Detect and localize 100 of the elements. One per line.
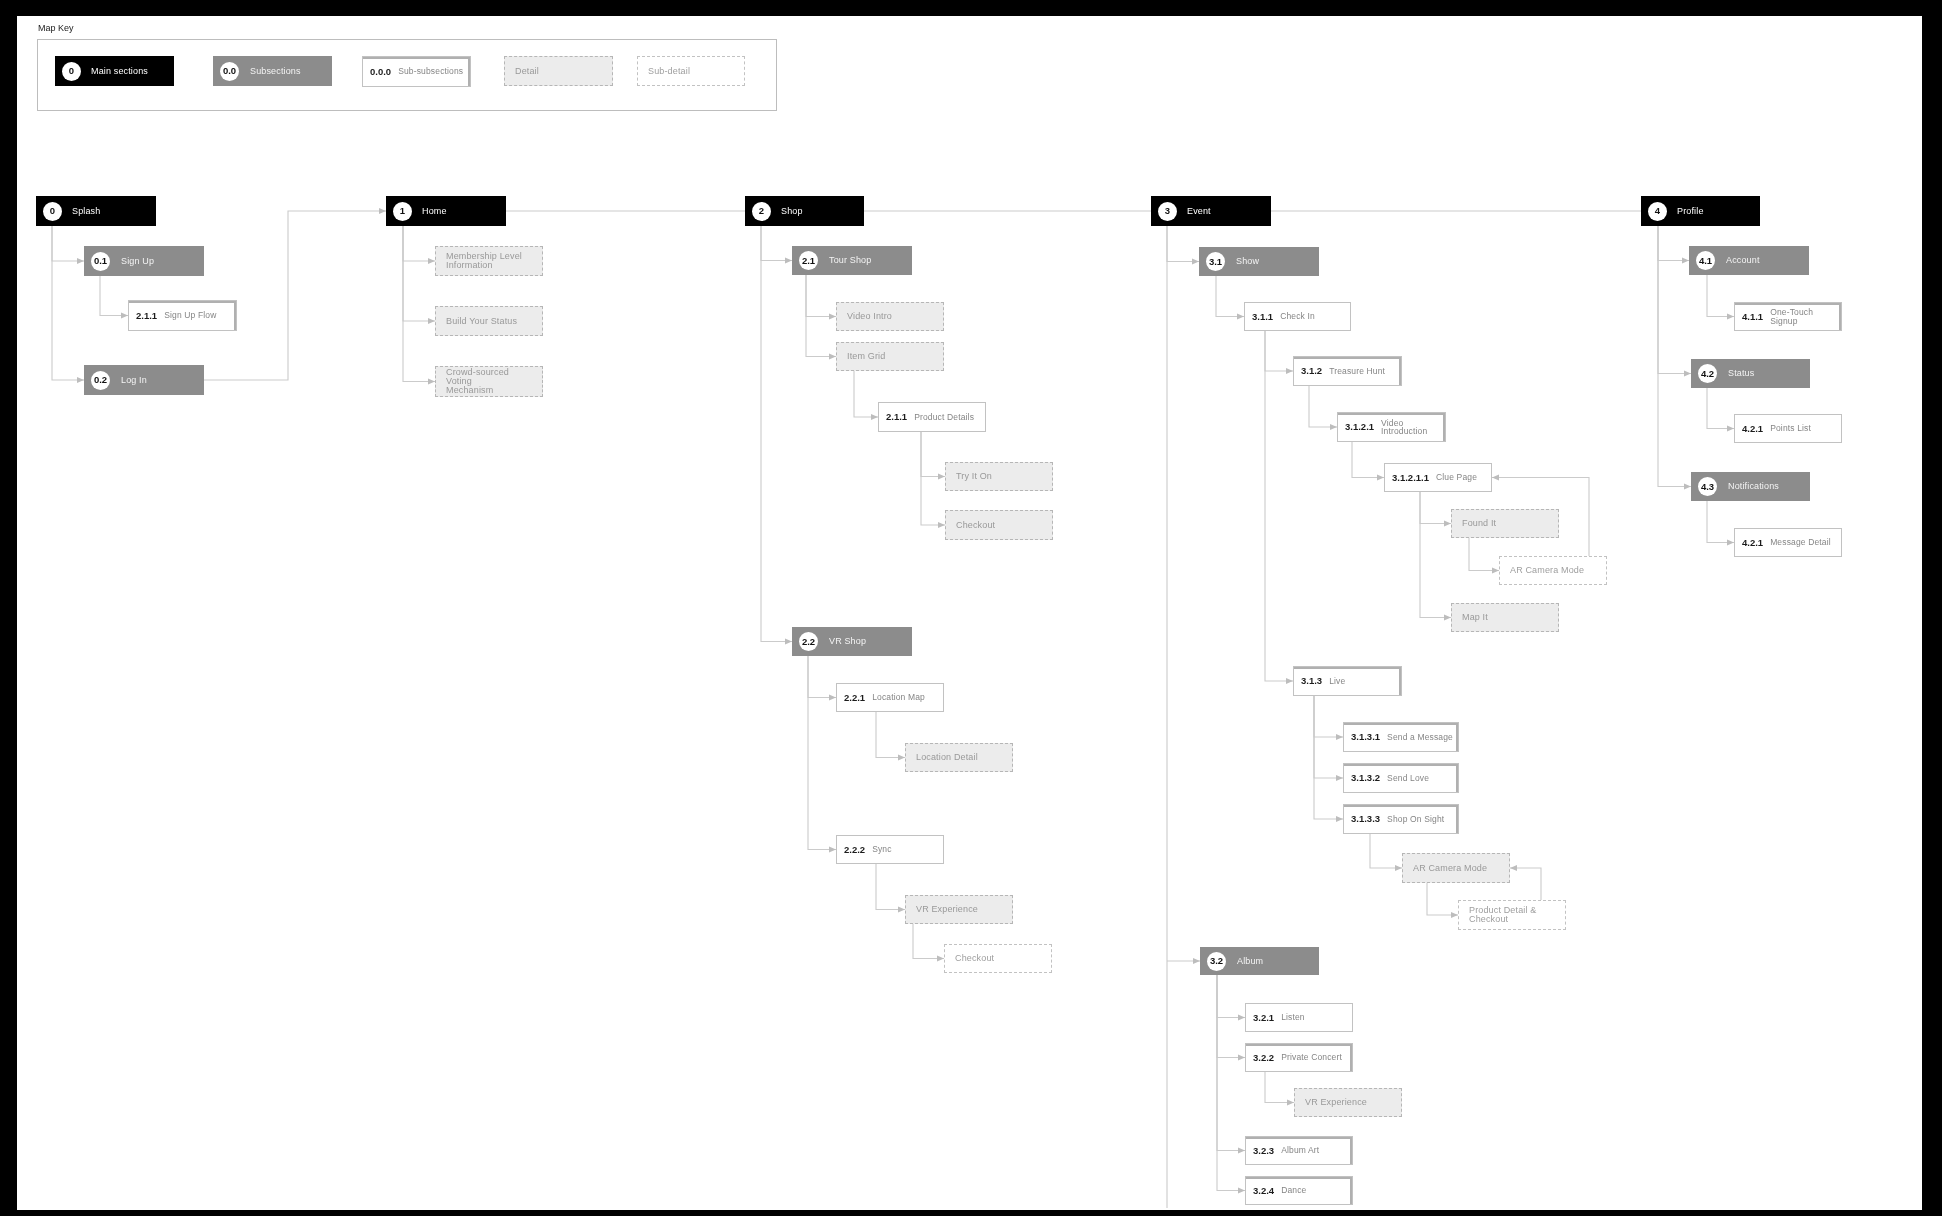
sub-subsection-box: [1343, 804, 1459, 834]
detail-box: [435, 306, 543, 336]
main-section-box: [386, 196, 506, 226]
main-section-box: [55, 56, 174, 86]
connector-arrow: [1215, 275, 1245, 320]
subsection-box: [1691, 472, 1810, 501]
node-label: Sign Up: [121, 256, 155, 266]
node-label: Message Detail: [1770, 538, 1831, 547]
node-label: Profile: [1677, 206, 1704, 216]
connector-arrow: [1166, 225, 1201, 1209]
number-badge: 2.1: [799, 251, 818, 270]
page-number: 3.2.2: [1253, 1052, 1275, 1063]
connector-arrow: [1491, 474, 1590, 557]
node-label: Checkout: [956, 520, 996, 530]
node-label: Video Intro: [847, 312, 892, 321]
node-label: Private Concert: [1281, 1053, 1342, 1062]
sub-detail-box: [637, 56, 745, 86]
page-number: 2.2.1: [844, 692, 866, 703]
page-number: 4.2.1: [1742, 537, 1764, 548]
node-label: Send Love: [1387, 773, 1430, 783]
node-label: Location Detail: [916, 753, 978, 762]
number-badge: 4.3: [1698, 477, 1717, 496]
node-label: Build Your Status: [446, 316, 518, 326]
node-label: Shop On Sight: [1387, 814, 1445, 824]
node-label: Membership Level Information: [446, 252, 523, 270]
connector-arrow: [1216, 974, 1246, 1194]
number-badge: 4.2: [1698, 364, 1717, 383]
page-number: 4.1.1: [1742, 311, 1764, 322]
page-number: 0.0.0: [370, 66, 392, 77]
connector-arrow: [875, 711, 906, 761]
node-label: Subsections: [250, 66, 301, 76]
page-number: 2.2.2: [844, 844, 866, 855]
node-label: One-Touch Signup: [1770, 308, 1815, 325]
node-label: Sync: [872, 845, 892, 854]
node-label: Crowd-sourced Voting Mechanism: [446, 368, 510, 395]
node-label: VR Experience: [1305, 1098, 1367, 1107]
detail-box: [905, 743, 1013, 772]
node-label: Album: [1237, 956, 1264, 966]
node-label: Live: [1329, 676, 1346, 686]
number-badge: 4.1: [1696, 251, 1715, 270]
connector-arrow: [51, 225, 85, 383]
connector-arrow: [99, 275, 129, 319]
connector-arrow: [1706, 387, 1735, 432]
main-section-box: [1641, 196, 1760, 226]
sub-subsection-box: [878, 402, 986, 432]
node-label: Notifications: [1728, 482, 1779, 491]
subsection-box: [1199, 247, 1319, 276]
connector-arrow: [1419, 491, 1452, 621]
sub-subsection-box: [1245, 1003, 1353, 1032]
main-section-box: [36, 196, 156, 226]
page-number: 3.1.1: [1252, 311, 1274, 322]
node-label: Status: [1728, 369, 1755, 378]
map-key-title: Map Key: [38, 24, 74, 33]
number-badge: 2.2: [799, 632, 818, 651]
sub-subsection-box: [1244, 302, 1351, 331]
detail-box: [1451, 603, 1559, 632]
node-label: Item Grid: [847, 352, 886, 361]
sub-detail-box: [944, 944, 1052, 973]
sub-subsection-box: [1293, 356, 1402, 386]
detail-box: [945, 462, 1053, 491]
sub-subsection-box: [1734, 528, 1842, 557]
number-badge: 4: [1648, 201, 1667, 221]
node-label: Account: [1726, 256, 1760, 265]
node-label: Listen: [1281, 1013, 1305, 1022]
number-badge: 3.2: [1207, 951, 1226, 971]
page-number: 4.2.1: [1742, 423, 1764, 434]
node-label: Sub-subsections: [398, 67, 464, 76]
node-label: Sub-detail: [648, 66, 691, 76]
connector-arrow: [760, 225, 793, 645]
connector-arrow: [1313, 695, 1344, 822]
number-badge: 3: [1158, 201, 1177, 221]
page-number: 2.1.1: [886, 412, 908, 422]
node-label: Treasure Hunt: [1329, 366, 1386, 376]
sub-subsection-box: [1343, 722, 1459, 752]
connector-arrow: [1308, 385, 1338, 430]
sub-subsection-box: [1343, 763, 1459, 793]
connector-arrow: [203, 208, 387, 381]
node-label: AR Camera Mode: [1510, 566, 1585, 575]
subsection-box: [84, 365, 204, 395]
main-section-box: [1151, 196, 1271, 226]
number-badge: 0: [43, 201, 62, 221]
node-label: Check In: [1280, 312, 1315, 321]
node-label: Map It: [1462, 613, 1488, 622]
node-label: Event: [1187, 206, 1211, 216]
connector-arrow: [1657, 225, 1692, 490]
node-label: Product Details: [914, 412, 975, 422]
connector-arrow: [920, 431, 946, 528]
node-label: Checkout: [955, 954, 995, 963]
number-badge: 0: [62, 61, 81, 81]
subsection-box: [1200, 947, 1319, 975]
sub-subsection-box: [1245, 1136, 1353, 1165]
detail-box: [1451, 509, 1559, 538]
subsection-box: [792, 627, 912, 656]
page-number: 3.1.2: [1301, 366, 1323, 376]
connector-arrow: [1426, 882, 1459, 918]
node-label: Tour Shop: [829, 256, 872, 265]
sub-subsection-box: [362, 56, 471, 87]
page-number: 3.2.4: [1253, 1185, 1275, 1196]
connector-arrow: [1369, 833, 1403, 871]
connector-arrow: [402, 225, 436, 385]
